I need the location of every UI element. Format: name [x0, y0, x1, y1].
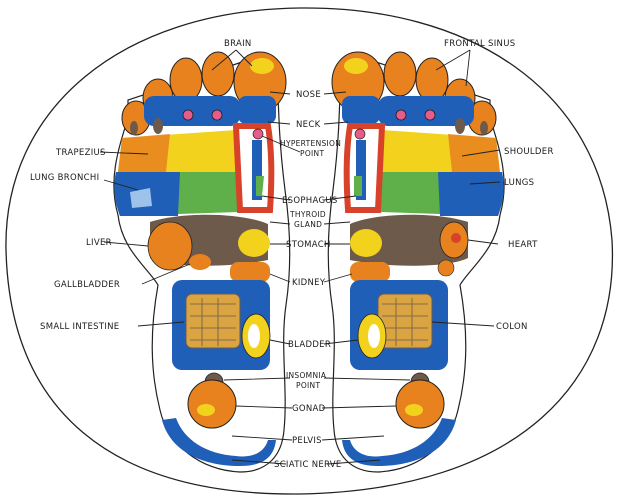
left-sciatic-blue — [162, 418, 276, 466]
left-intestine-pattern — [190, 298, 236, 346]
leader-lines — [99, 49, 501, 465]
right-small-toe-spot-1 — [480, 121, 488, 135]
label-thyroid-2: GLAND — [294, 220, 322, 229]
label-shoulder: SHOULDER — [504, 147, 554, 157]
label-brain: BRAIN — [224, 39, 252, 49]
label-heart: HEART — [508, 240, 538, 250]
label-neck: NECK — [296, 120, 321, 130]
left-trapezius-orange — [118, 134, 170, 172]
left-big-toe-tip — [250, 58, 274, 74]
right-bladder-inner — [368, 324, 380, 348]
right-foot — [327, 51, 505, 473]
right-hypertension-dot — [354, 128, 366, 140]
right-heart-inner — [451, 233, 461, 243]
left-gonad-highlight — [197, 404, 215, 416]
left-gonad — [187, 379, 237, 429]
left-small-toe-spot-1 — [130, 121, 138, 135]
left-small-toe-spot-2 — [153, 118, 163, 134]
label-hypertension-1: HYPERTENSION — [280, 139, 341, 148]
left-kidney-band — [230, 262, 270, 282]
label-insomnia-1: INSOMNIA — [286, 371, 327, 380]
label-liver: LIVER — [86, 238, 112, 248]
right-toe-eye-2 — [395, 109, 407, 121]
label-bladder: BLADDER — [288, 340, 331, 350]
label-sciatic-nerve: SCIATIC NERVE — [274, 460, 342, 470]
label-gallbladder: GALLBLADDER — [54, 280, 120, 290]
right-sciatic-blue — [342, 418, 456, 466]
outer-oval — [5, 7, 614, 495]
left-intestine — [185, 293, 241, 349]
label-stomach: STOMACH — [286, 240, 331, 250]
label-lung-bronchi: LUNG BRONCHI — [30, 173, 99, 183]
label-gonad: GONAD — [292, 404, 326, 414]
right-big-toe-tip — [344, 58, 368, 74]
label-thyroid-1: THYROID — [289, 210, 326, 219]
right-lung-blue — [438, 172, 504, 216]
label-hypertension-2: POINT — [300, 149, 324, 158]
left-bladder-inner — [248, 324, 260, 348]
right-intestine-pattern — [382, 298, 428, 346]
right-third-toe — [415, 57, 449, 103]
right-stomach — [350, 229, 382, 257]
right-gonad-highlight — [405, 404, 423, 416]
left-gallbladder — [189, 254, 211, 270]
left-toe-eye-1 — [182, 109, 194, 121]
right-kidney-band — [350, 262, 390, 282]
label-pelvis: PELVIS — [292, 436, 322, 446]
right-upper-abdomen — [350, 214, 468, 266]
right-second-toe — [383, 51, 417, 97]
label-colon: COLON — [496, 322, 528, 332]
label-esophagus: ESOPHAGUS — [282, 196, 338, 206]
label-nose: NOSE — [296, 90, 321, 100]
left-third-toe — [169, 57, 203, 103]
left-hypertension-dot — [252, 128, 264, 140]
left-spine-green — [256, 176, 264, 196]
right-spine-green — [354, 176, 362, 196]
left-foot — [113, 51, 291, 473]
left-lung-bronchi-white — [130, 188, 152, 208]
left-liver — [147, 221, 193, 271]
label-insomnia-2: POINT — [296, 381, 320, 390]
right-toe-eye-1 — [424, 109, 436, 121]
label-trapezius: TRAPEZIUS — [55, 148, 106, 158]
left-stomach — [238, 229, 270, 257]
right-small-toe-spot-2 — [455, 118, 465, 134]
left-toe-eye-2 — [211, 109, 223, 121]
right-colon-spot — [437, 259, 455, 277]
right-gonad — [395, 379, 445, 429]
label-lungs: LUNGS — [504, 178, 534, 188]
left-big-toe-base — [238, 96, 276, 124]
right-shoulder-orange — [448, 134, 500, 172]
labels: BRAIN FRONTAL SINUS NOSE NECK HYPERTENSI… — [30, 39, 554, 470]
label-small-intestine: SMALL INTESTINE — [40, 322, 119, 332]
label-kidney: KIDNEY — [292, 278, 326, 288]
label-frontal-sinus: FRONTAL SINUS — [444, 39, 515, 49]
right-big-toe-base — [342, 96, 380, 124]
left-second-toe — [201, 51, 235, 97]
